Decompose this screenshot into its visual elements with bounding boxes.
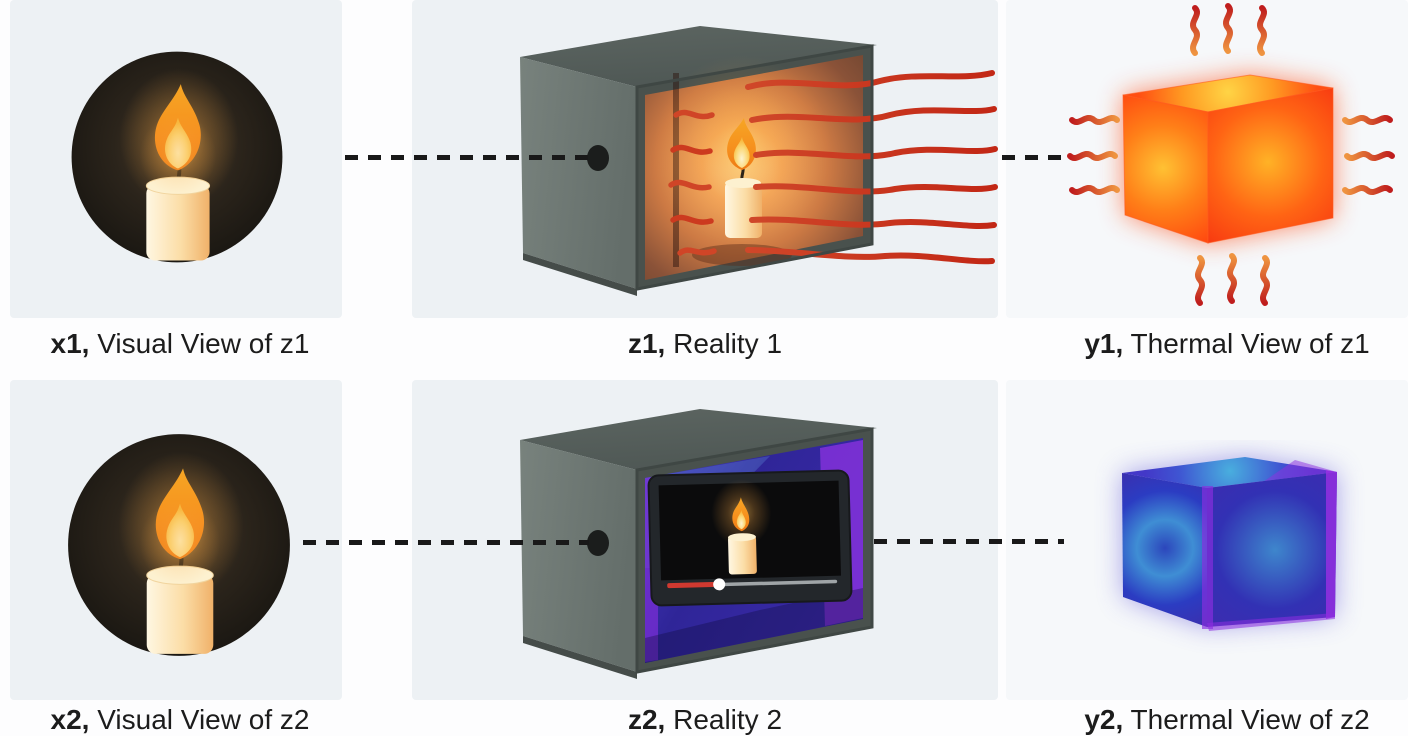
thermal-cube-cold	[1122, 457, 1337, 631]
playhead-icon	[713, 578, 726, 591]
label-x2-text: Visual View of z2	[89, 704, 310, 735]
heat-wave-icon	[1067, 3, 1395, 306]
box-left-face	[520, 57, 637, 289]
pinhole-icon	[587, 530, 609, 556]
dashed-connector-z2-y2	[874, 539, 1064, 544]
label-y1: y1, Thermal View of z1	[1046, 328, 1408, 360]
label-z2-symbol: z2,	[627, 704, 666, 735]
candle-icon	[711, 479, 772, 575]
label-z1-text: Reality 1	[665, 328, 783, 359]
pinhole-icon	[587, 145, 609, 171]
label-z2-text: Reality 2	[665, 704, 783, 735]
label-x1: x1, Visual View of z1	[10, 328, 350, 360]
label-x1-text: Visual View of z1	[89, 328, 310, 359]
label-z2: z2, Reality 2	[412, 704, 998, 736]
label-y2-symbol: y2,	[1084, 704, 1124, 735]
label-x2-symbol: x2,	[50, 704, 90, 735]
heat-wave-icon	[668, 70, 998, 265]
box-left-face	[520, 440, 637, 672]
label-y1-symbol: y1,	[1084, 328, 1124, 359]
dashed-connector-x1-z1	[345, 155, 591, 160]
label-y2: y2, Thermal View of z2	[1046, 704, 1408, 736]
candle-photo-x2	[68, 434, 290, 656]
label-z1-symbol: z1,	[627, 328, 666, 359]
label-x2: x2, Visual View of z2	[10, 704, 350, 736]
reality-box-z1	[520, 26, 998, 296]
reality-box-z2	[520, 409, 877, 679]
dashed-connector-x2-z2	[303, 540, 589, 545]
dashed-connector-z1-y1	[1002, 155, 1066, 160]
progress-red-segment	[667, 581, 720, 589]
candle-icon	[139, 84, 217, 261]
video-progress-bar	[667, 578, 838, 591]
thermal-cube-hot	[1067, 3, 1395, 306]
candle-icon	[139, 468, 221, 654]
tv-icon	[647, 469, 853, 607]
box-top-face	[520, 26, 877, 87]
label-y1-text: Thermal View of z1	[1123, 328, 1370, 359]
label-z1: z1, Reality 1	[412, 328, 998, 360]
candle-photo-x1	[71, 51, 283, 263]
candle-icon	[652, 55, 832, 245]
label-y2-text: Thermal View of z2	[1123, 704, 1370, 735]
box-top-face	[520, 409, 877, 470]
label-x1-symbol: x1,	[50, 328, 90, 359]
